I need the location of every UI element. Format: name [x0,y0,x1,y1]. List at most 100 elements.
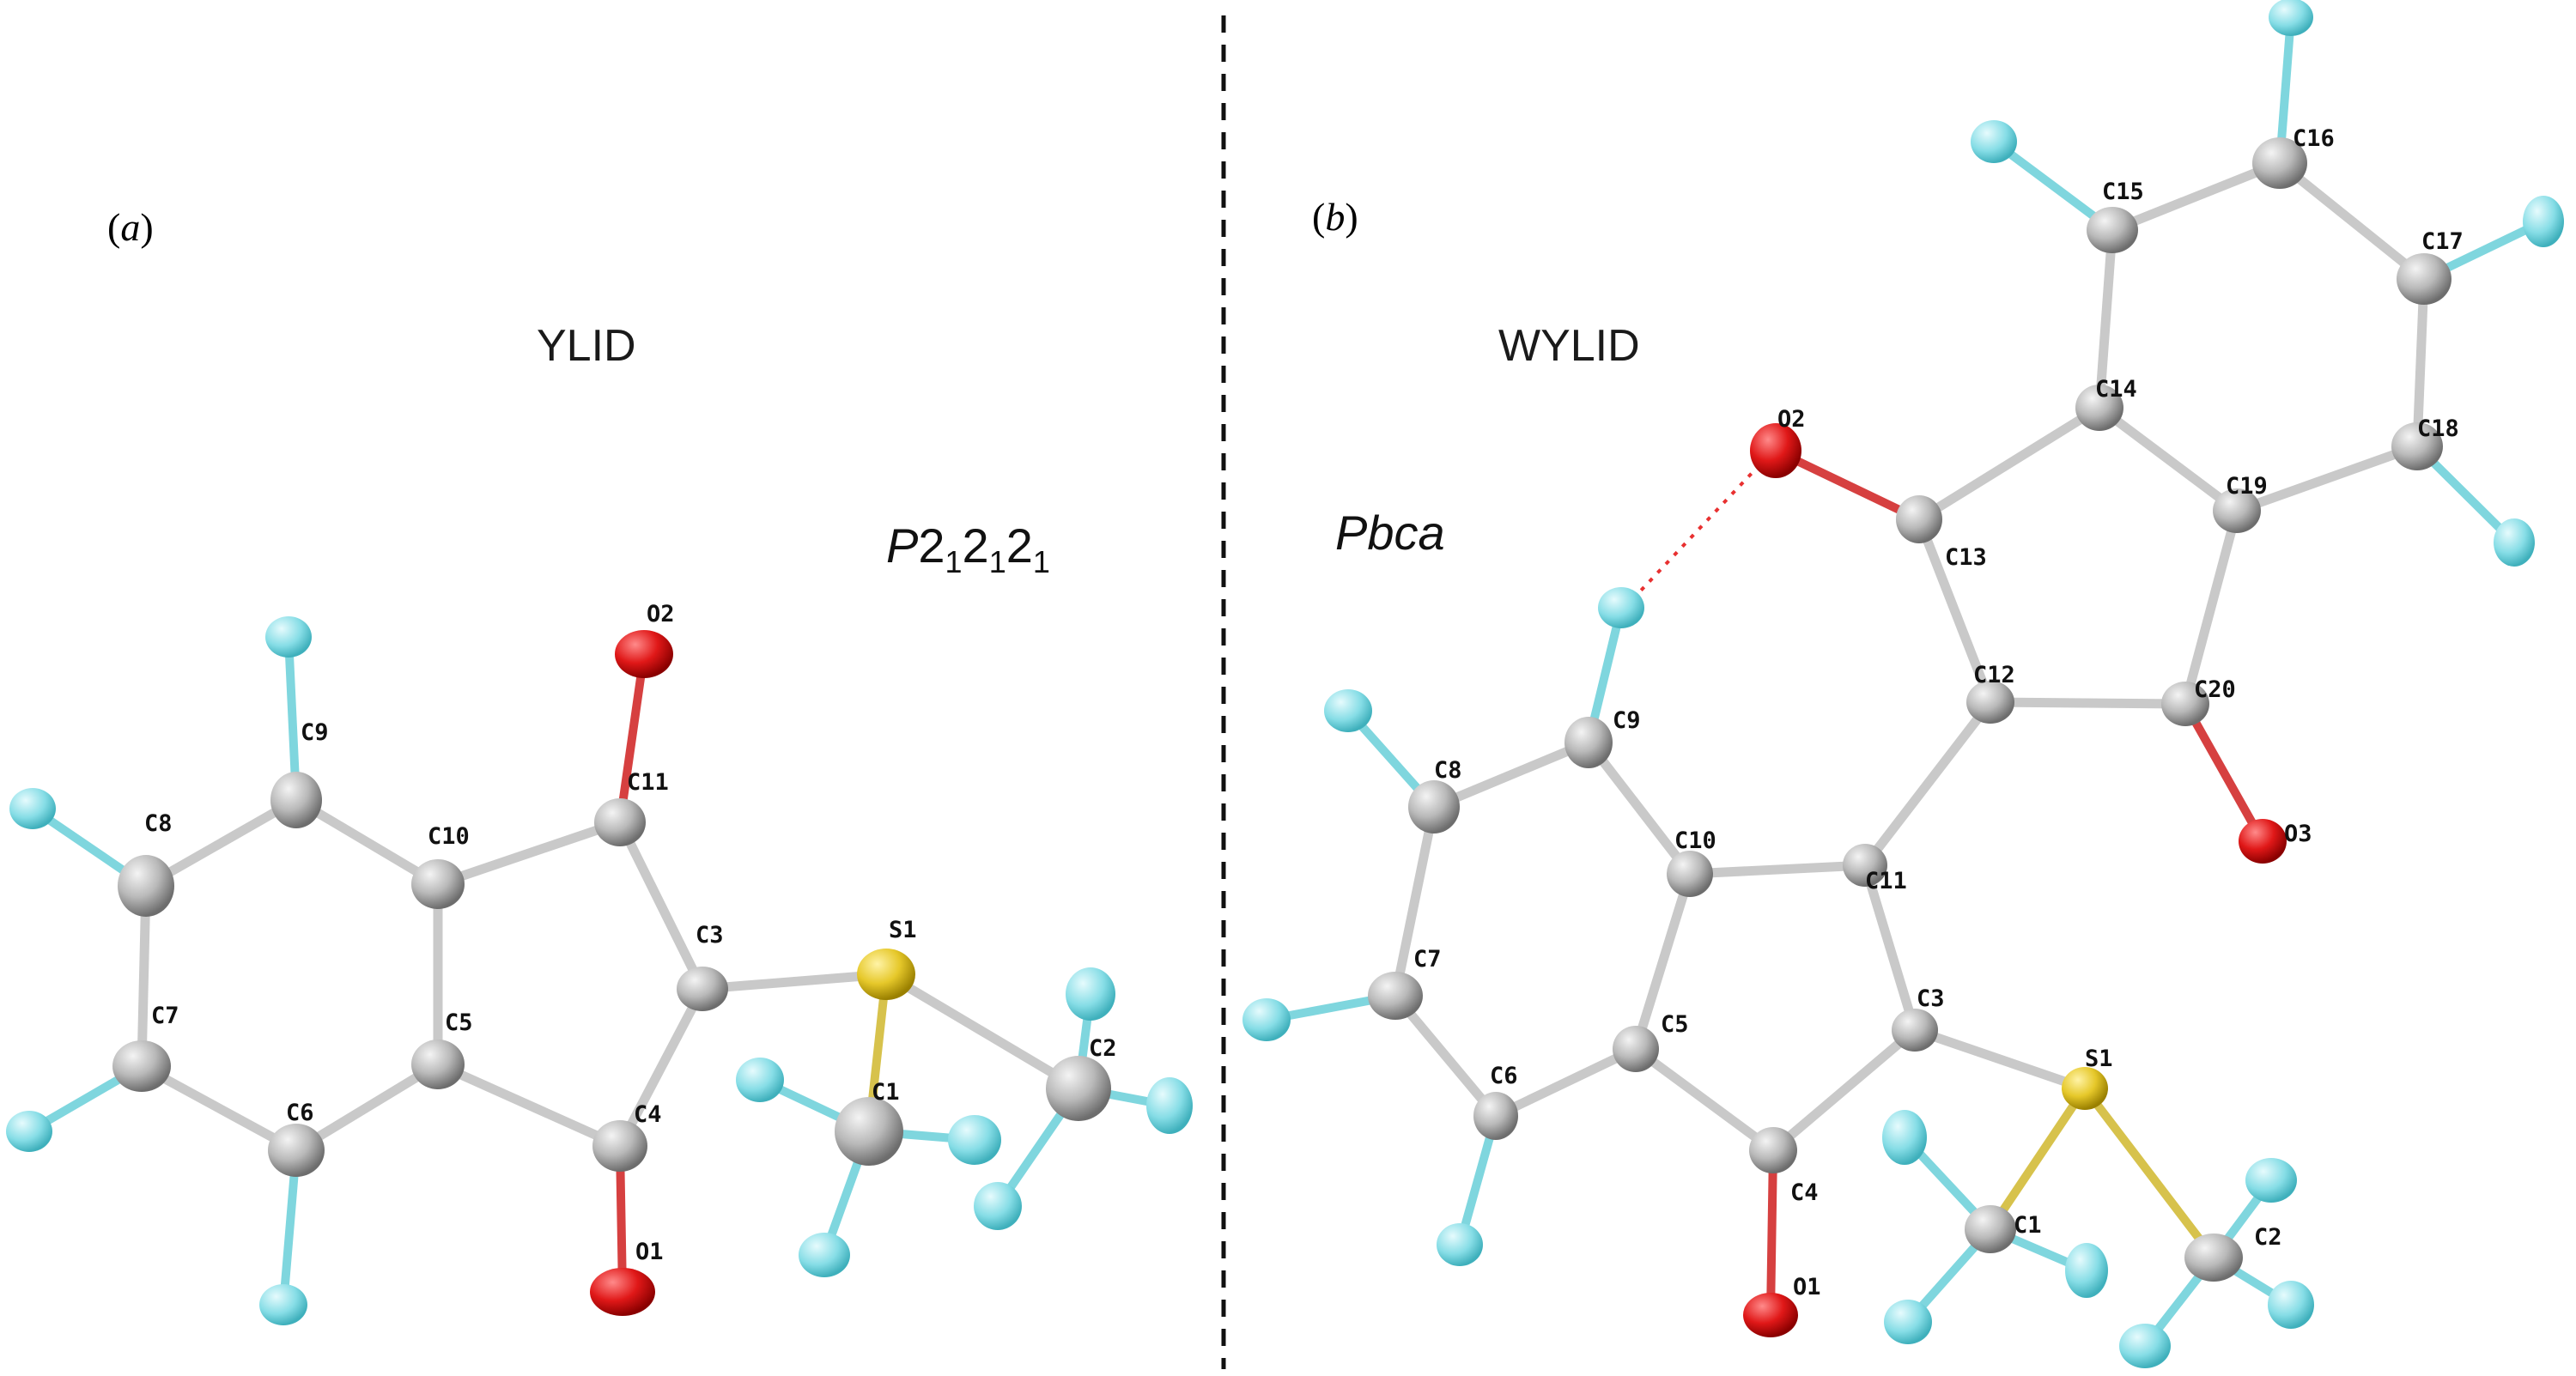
atom-label: C7 [151,1003,179,1029]
atom-c10 [1667,851,1713,897]
atom-label: C1 [2014,1212,2042,1239]
atom-c4 [592,1120,647,1172]
atom-f [799,1233,850,1277]
atom-c20 [2161,682,2209,726]
atom-h [1598,587,1644,628]
atom-c7 [1368,972,1423,1020]
atom-label: C4 [1790,1179,1819,1206]
atom-label: S1 [2085,1046,2113,1072]
atom-f [2494,518,2535,567]
atom-label: C11 [1865,868,1907,894]
atom-f [2065,1243,2108,1298]
hydrogen-bond [1623,452,1772,609]
atom-label: O1 [635,1239,664,1265]
atom-f [1066,967,1115,1021]
atom-c9 [1564,717,1613,768]
atom-f [2268,1281,2314,1329]
panel-b: (b) WYLID Pbca [1242,0,2564,1368]
atom-label: C2 [2254,1224,2282,1251]
atom-label: C3 [1917,985,1945,1012]
atom-label: C14 [2095,376,2137,403]
atom-label: C15 [2102,179,2144,205]
atom-f [259,1284,307,1325]
atom-c13 [1896,495,1942,543]
atom-label: C7 [1413,946,1442,973]
atom-s1 [857,949,915,1000]
atom-f [1882,1110,1927,1165]
atom-label: C10 [428,823,470,850]
atom-label: C4 [634,1101,662,1128]
atom-c8 [118,855,174,917]
atom-c1 [1965,1205,2016,1253]
atom-f [948,1115,1001,1165]
atom-f [265,616,312,658]
atom-label: S1 [889,917,917,943]
atom-c4 [1749,1127,1797,1173]
panel-a-space-group: P212121 [886,518,1050,579]
atom-f [2245,1158,2297,1203]
atom-f [1437,1223,1483,1266]
atom-c15 [2087,207,2138,253]
panel-b-compound-name: WYLID [1498,321,1640,371]
atom-s1 [2062,1067,2108,1110]
atom-c2 [2184,1234,2243,1282]
atom-label: C8 [1434,757,1462,784]
panel-a: (a) YLID P212121 [6,205,1193,1325]
panel-a-atom-labels: O2 C11 C9 C10 C8 C3 S1 C7 C5 C2 C1 C6 C4… [144,601,1117,1265]
atom-label: C2 [1089,1035,1117,1062]
atom-c6 [268,1124,325,1177]
atom-o1 [1743,1293,1798,1337]
atom-c8 [1408,780,1460,833]
atom-label: C18 [2417,415,2459,442]
panel-b-space-group: Pbca [1335,506,1445,560]
atom-f [2119,1324,2171,1368]
atom-c5 [411,1040,465,1089]
atom-c18 [2391,422,2443,470]
panel-a-compound-name: YLID [537,321,636,371]
panel-a-label: (a) [107,205,154,249]
atom-o3 [2239,819,2287,864]
atom-label: C19 [2226,473,2268,500]
atom-c2 [1046,1056,1111,1121]
atom-label: C6 [286,1100,314,1126]
atom-label: C5 [1661,1011,1689,1038]
atom-label: C17 [2421,228,2464,255]
atom-f [1324,689,1372,732]
atom-c19 [2213,488,2261,533]
atom-label: C12 [1973,662,2015,688]
atom-label: O2 [1777,406,1806,433]
atom-label: C11 [627,769,669,796]
atom-label: O3 [2284,821,2312,847]
atom-label: C13 [1945,544,1987,571]
atom-c10 [411,859,465,909]
atom-f [1242,998,1291,1041]
atom-f [9,788,56,829]
atom-label: C9 [301,719,329,746]
atom-o1 [590,1268,655,1316]
panel-b-atoms [1242,0,2564,1368]
atom-label: C5 [445,1009,473,1036]
atom-f [1146,1077,1193,1134]
atom-label: C9 [1613,707,1641,734]
atom-f [1884,1300,1932,1344]
atom-c12 [1966,681,2014,724]
atom-c3 [1892,1009,1938,1052]
panel-b-label: (b) [1312,195,1358,239]
atom-f [1971,120,2017,163]
atom-o2 [1750,423,1801,478]
atom-c5 [1613,1026,1659,1072]
atom-c3 [677,967,728,1011]
atom-label: C1 [872,1079,900,1106]
atom-f [974,1182,1022,1230]
atom-f [2269,0,2313,36]
atom-c6 [1473,1092,1518,1140]
atom-label: C10 [1674,827,1716,854]
atom-c17 [2397,253,2451,305]
atom-o2 [615,630,673,678]
atom-label: C6 [1490,1063,1518,1089]
atom-c7 [112,1040,171,1092]
panel-a-atoms [6,616,1193,1325]
atom-label: O2 [647,601,675,627]
atom-label: O1 [1793,1274,1821,1300]
